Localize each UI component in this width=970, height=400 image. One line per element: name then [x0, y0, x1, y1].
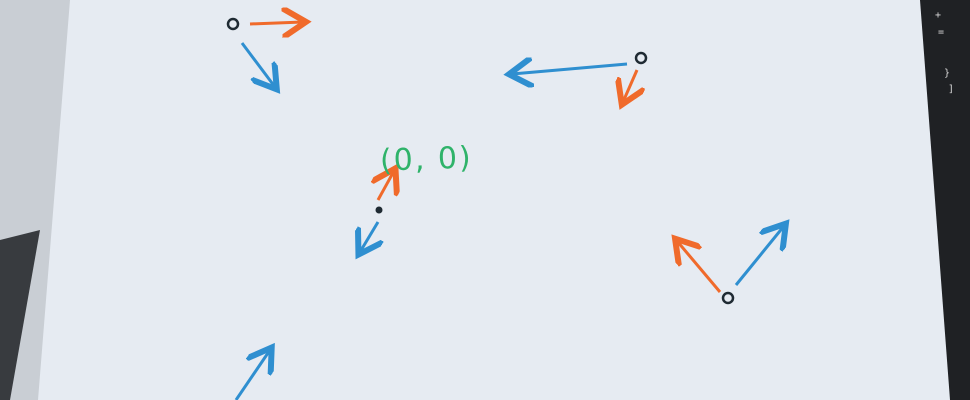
red-arrow	[623, 69, 637, 102]
paper-sheet	[38, 0, 950, 400]
keyboard-key-equals: =	[938, 27, 945, 38]
blue-arrow	[512, 64, 628, 74]
blue-arrow	[734, 226, 784, 286]
blue-arrow	[240, 42, 275, 87]
red-arrow	[378, 171, 394, 201]
keyboard-key-plus: +	[935, 10, 942, 21]
keyboard	[915, 0, 970, 400]
blue-arrow	[234, 350, 270, 400]
red-arrow	[677, 241, 722, 293]
origin-point	[226, 17, 240, 31]
vector-group-top-left	[226, 17, 303, 87]
origin-point	[721, 291, 735, 305]
red-arrow	[249, 22, 303, 24]
vector-group-center	[360, 171, 394, 252]
origin-point	[375, 206, 383, 214]
origin-point	[634, 51, 648, 65]
keyboard-key-brace: }	[944, 68, 951, 79]
origin-label: (0, 0)	[379, 140, 474, 179]
left-keyboard-edge	[0, 230, 40, 400]
vector-group-bottom-left	[234, 350, 270, 400]
vector-group-bottom-right	[677, 226, 784, 305]
blue-arrow	[360, 221, 378, 252]
vector-group-top-right	[512, 51, 648, 102]
keyboard-key-bracket: ]	[948, 84, 955, 95]
